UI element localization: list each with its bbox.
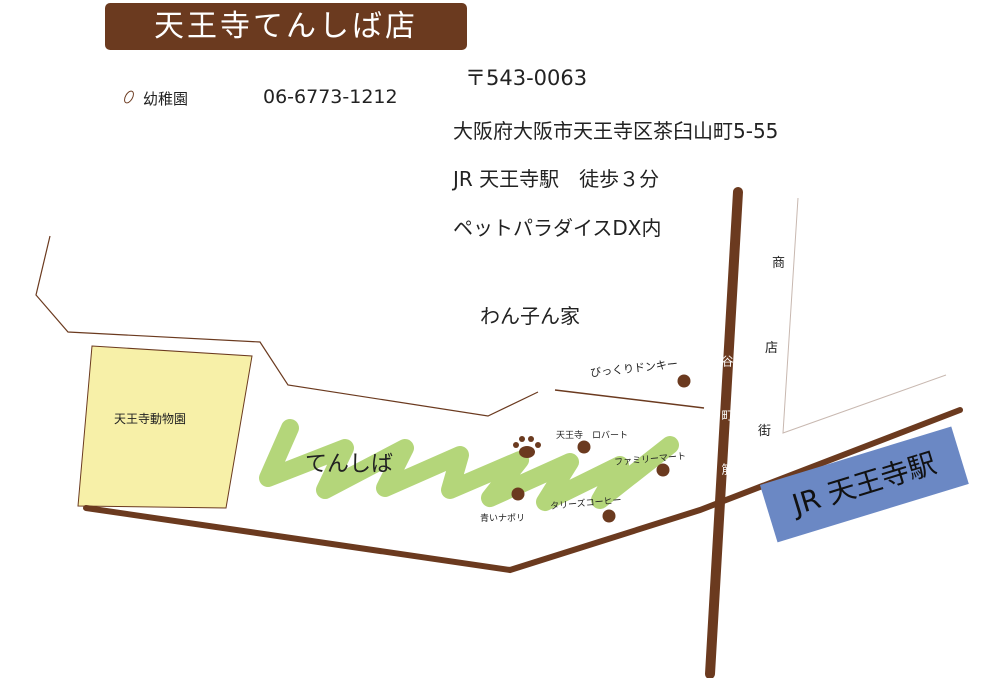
kindergarten-text: 幼稚園 [143, 90, 189, 108]
postal-code: 〒543-0063 [465, 66, 588, 90]
address-line: 大阪府大阪市天王寺区茶臼山町5-55 [453, 119, 779, 143]
boundary-line [554, 389, 705, 409]
store-title: 天王寺てんしば店 [105, 3, 467, 50]
shop-label: 天王寺 ロバート [556, 431, 629, 441]
shotengai-char: 街 [758, 424, 772, 439]
tenshiba-park [259, 419, 679, 511]
shotengai-char: 店 [765, 341, 779, 356]
shop-label: 青いナポリ [480, 514, 526, 524]
road-south [83, 407, 963, 574]
road-tanimachi [705, 187, 743, 678]
tanimachi-road-label: 谷町筋 [720, 355, 734, 517]
building-info: ペットパラダイスDX内 [453, 216, 662, 240]
access-info: JR 天王寺駅 徒歩３分 [453, 167, 660, 191]
shop-markers [511, 374, 691, 523]
shotengai-char: 商 [772, 256, 786, 271]
phone-number: 06-6773-1212 [263, 86, 398, 108]
kindergarten-label: 幼稚園 [122, 88, 189, 109]
tenshiba-label: てんしば [305, 452, 394, 477]
shotengai-outline [782, 197, 947, 434]
boundary-line [35, 235, 539, 417]
paw-icon [513, 436, 541, 458]
wanko-label: わん子ん家 [480, 304, 580, 328]
zoo-area [77, 345, 253, 509]
zoo-label: 天王寺動物園 [114, 412, 187, 426]
